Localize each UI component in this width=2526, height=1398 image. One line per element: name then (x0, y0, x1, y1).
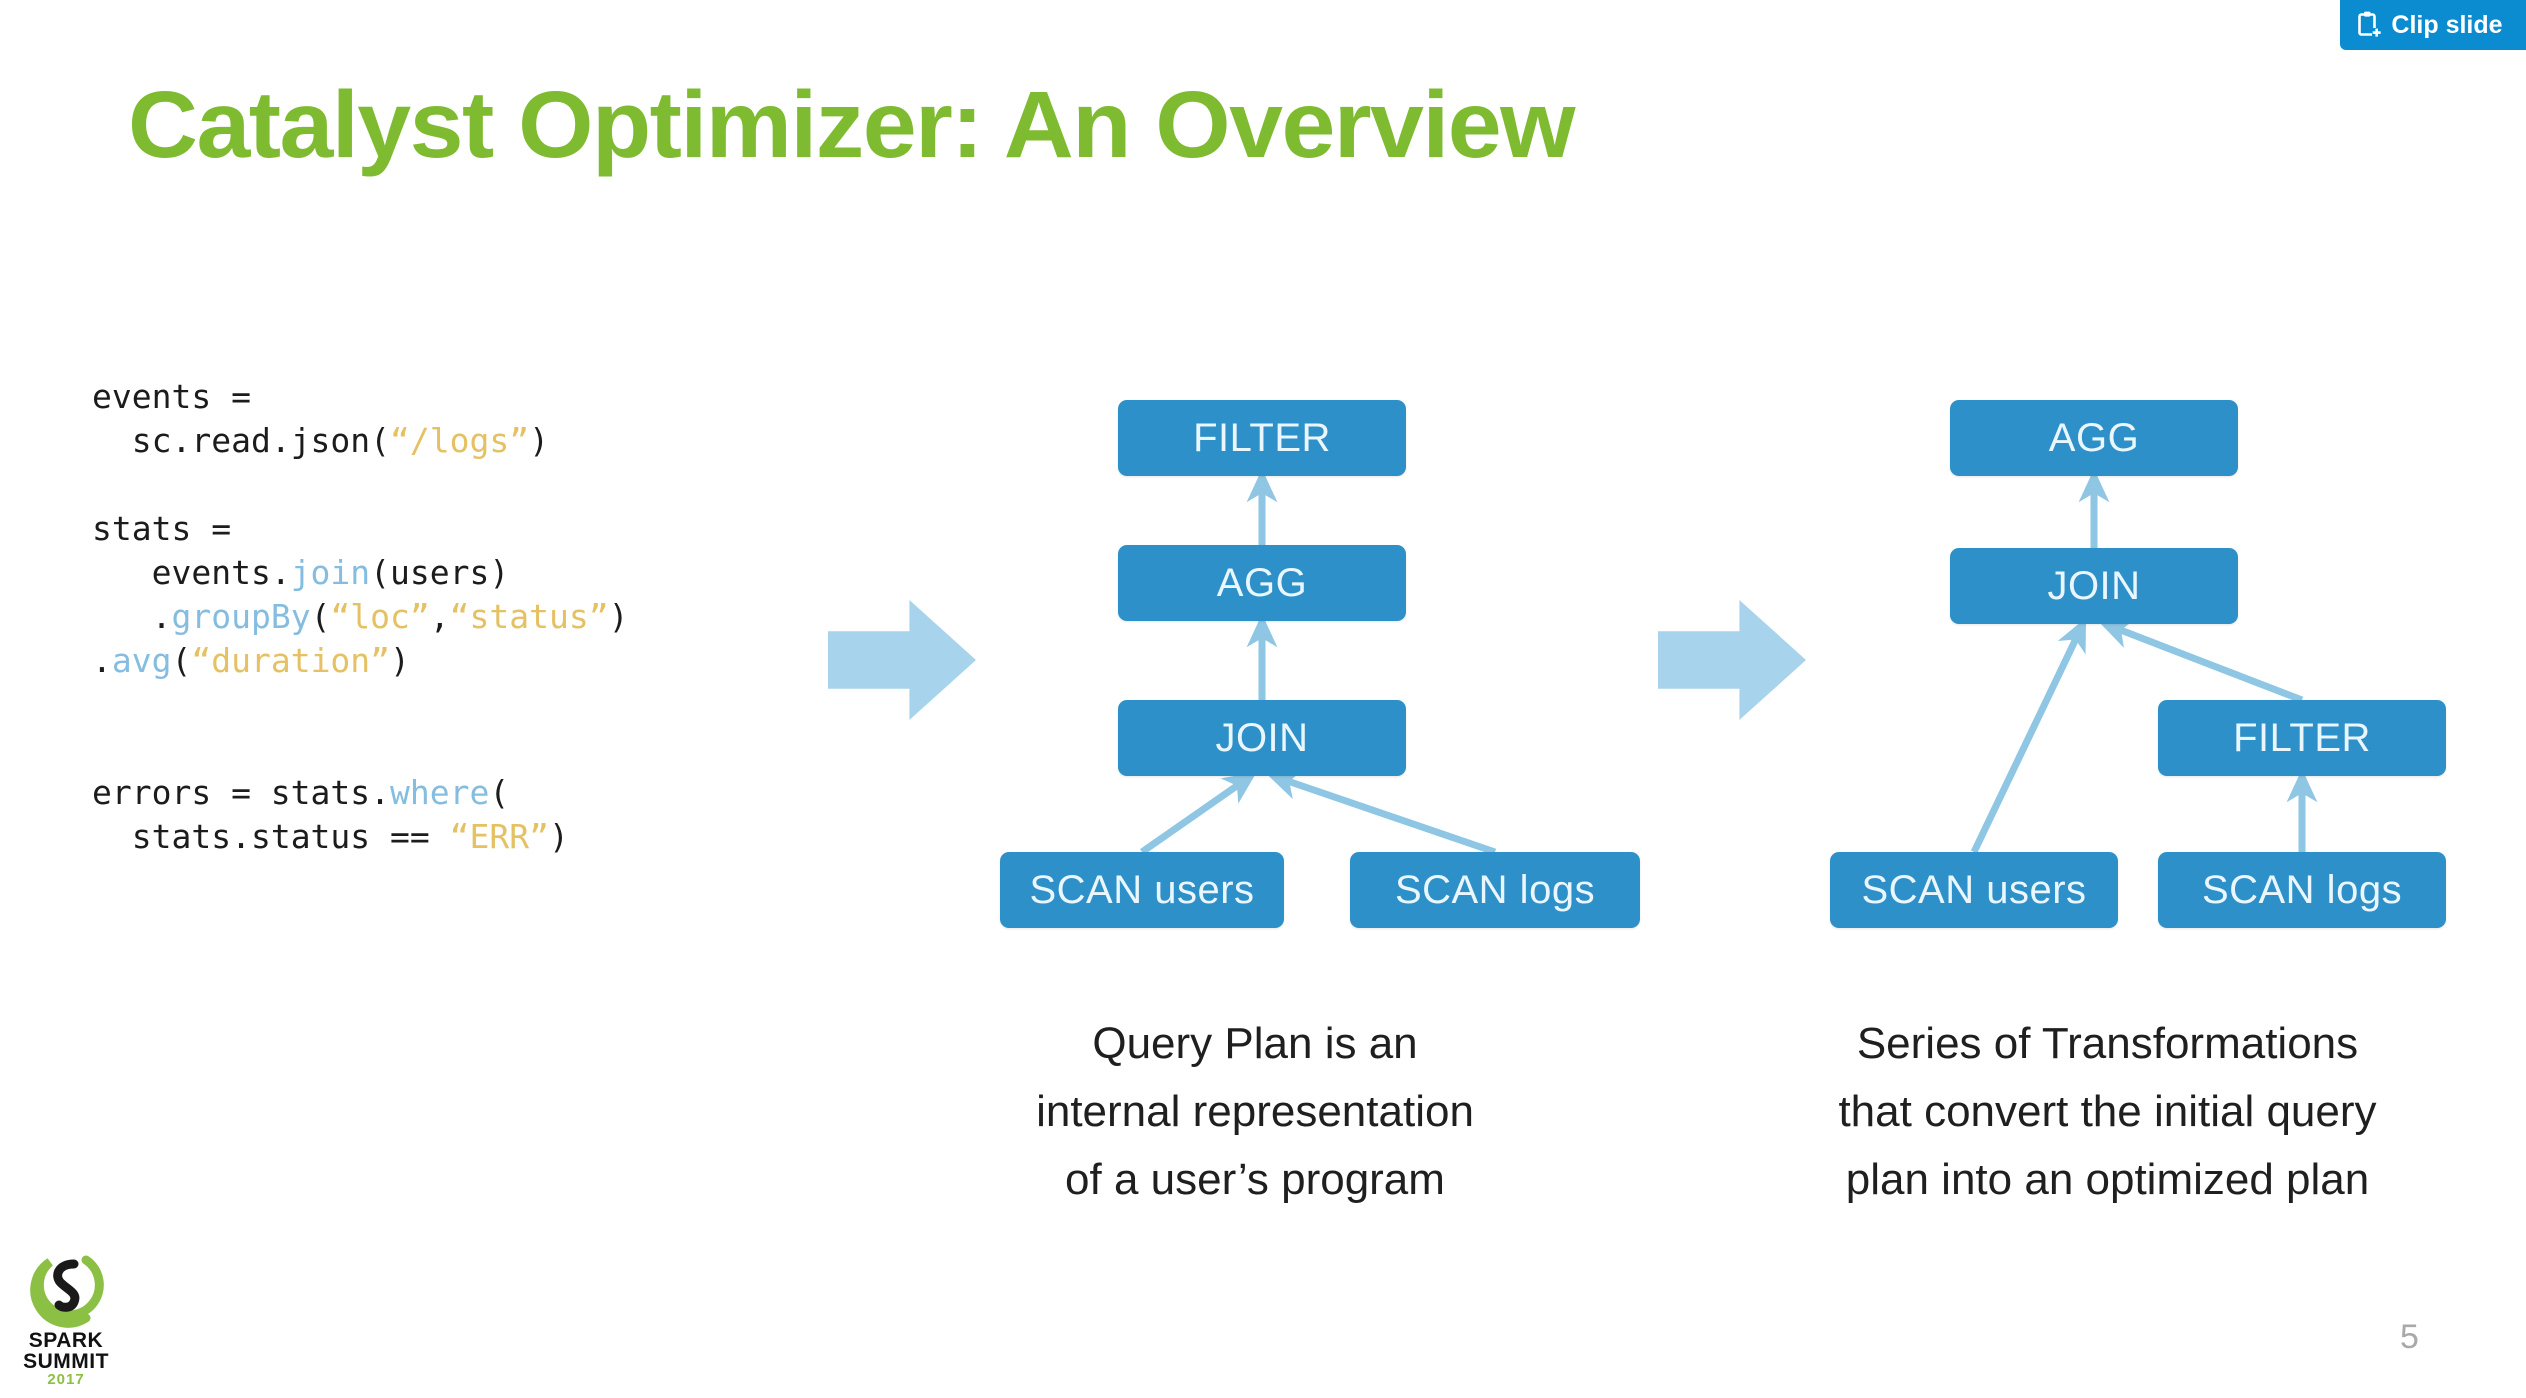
clip-slide-button[interactable]: Clip slide (2340, 0, 2526, 50)
code-line: .groupBy(“loc”,“status”) (92, 595, 629, 639)
spark-logo-mark (28, 1248, 106, 1330)
spark-logo-text: SPARK SUMMIT (10, 1330, 122, 1372)
spark-logo-year: 2017 (47, 1371, 85, 1388)
code-token-plain: ( (171, 641, 192, 680)
code-line: events.join(users) (92, 551, 628, 595)
caption-line: that convert the initial query (1838, 1087, 2377, 1136)
caption-line: internal representation (1036, 1087, 1474, 1136)
plan-node-agg: AGG (1950, 400, 2238, 476)
spark-summit-logo: SPARK SUMMIT 2017 (10, 1248, 122, 1388)
code-line: stats = (92, 507, 628, 551)
right-chevron-arrow-icon (828, 600, 976, 720)
code-token-plain: ( (489, 773, 510, 812)
code-token-plain: (users) (370, 553, 510, 592)
caption-line: plan into an optimized plan (1845, 1155, 2370, 1204)
optimized-plan-caption: Series of Transformations that convert th… (1735, 1010, 2480, 1214)
code-token-method: join (290, 553, 371, 592)
clip-slide-label: Clip slide (2391, 10, 2503, 39)
code-line (92, 727, 628, 771)
clipboard-plus-icon (2357, 11, 2382, 39)
page-number: 5 (2400, 1318, 2419, 1356)
code-token-plain: ( (310, 597, 331, 636)
code-token-plain: ) (608, 597, 629, 636)
plan-node-filter: FILTER (1118, 400, 1406, 476)
code-token-plain: events = (92, 377, 251, 416)
code-token-plain: events. (151, 553, 291, 592)
plan-edge (1970, 617, 2087, 854)
code-token-plain: errors = stats. (92, 773, 391, 812)
plan-node-scan-logs: SCAN logs (2158, 852, 2446, 928)
plan-node-scan-logs: SCAN logs (1350, 852, 1640, 928)
code-token-plain: ) (548, 817, 569, 856)
page-title: Catalyst Optimizer: An Overview (128, 72, 1576, 178)
code-token-string: “ERR” (449, 817, 549, 856)
code-token-string: “status” (449, 597, 609, 636)
code-line (92, 683, 628, 727)
code-token-plain: sc.read.json( (131, 421, 391, 460)
optimized-plan-diagram: AGG JOIN FILTER SCAN users SCAN logs (1830, 400, 2490, 940)
plan-node-scan-users: SCAN users (1000, 852, 1284, 928)
code-line: sc.read.json(“/logs”) (92, 419, 628, 463)
plan-edge (1139, 771, 1257, 855)
right-chevron-arrow-icon (1658, 600, 1806, 720)
code-token-plain: . (92, 641, 112, 680)
caption-line: Series of Transformations (1856, 1019, 2359, 1068)
code-line: errors = stats.where( (92, 771, 628, 815)
code-token-method: where (390, 773, 490, 812)
code-token-string: “duration” (191, 641, 391, 680)
plan-node-filter: FILTER (2158, 700, 2446, 776)
code-token-string: “loc” (330, 597, 430, 636)
code-token-plain: ) (529, 421, 549, 460)
code-token-plain: stats = (92, 509, 232, 548)
query-plan-caption: Query Plan is an internal representation o… (905, 1010, 1605, 1214)
plan-edge (2098, 619, 2304, 704)
spark-logo-line1: SPARK (28, 1329, 104, 1352)
plan-node-join: JOIN (1118, 700, 1406, 776)
spark-logo-line2: SUMMIT (23, 1350, 109, 1373)
code-line: events = (92, 375, 628, 419)
code-line: .avg(“duration”) (92, 639, 628, 683)
caption-line: Query Plan is an (1092, 1019, 1418, 1068)
code-token-plain: , (429, 597, 450, 636)
plan-node-agg: AGG (1118, 545, 1406, 621)
plan-edge (1266, 769, 1497, 856)
code-snippet: events = sc.read.json(“/logs”) stats = ev… (92, 375, 628, 859)
code-token-plain: stats.status == (131, 817, 450, 856)
code-token-string: “/logs” (390, 421, 530, 460)
query-plan-diagram: FILTER AGG JOIN SCAN users SCAN logs (1000, 400, 1660, 940)
code-token-method: avg (111, 641, 172, 680)
caption-line: of a user’s program (1065, 1155, 1445, 1204)
code-line: stats.status == “ERR”) (92, 815, 628, 859)
plan-node-scan-users: SCAN users (1830, 852, 2118, 928)
plan-node-join: JOIN (1950, 548, 2238, 624)
code-token-plain: . (151, 597, 172, 636)
code-token-plain: ) (390, 641, 410, 680)
code-line (92, 463, 628, 507)
code-token-method: groupBy (171, 597, 311, 636)
